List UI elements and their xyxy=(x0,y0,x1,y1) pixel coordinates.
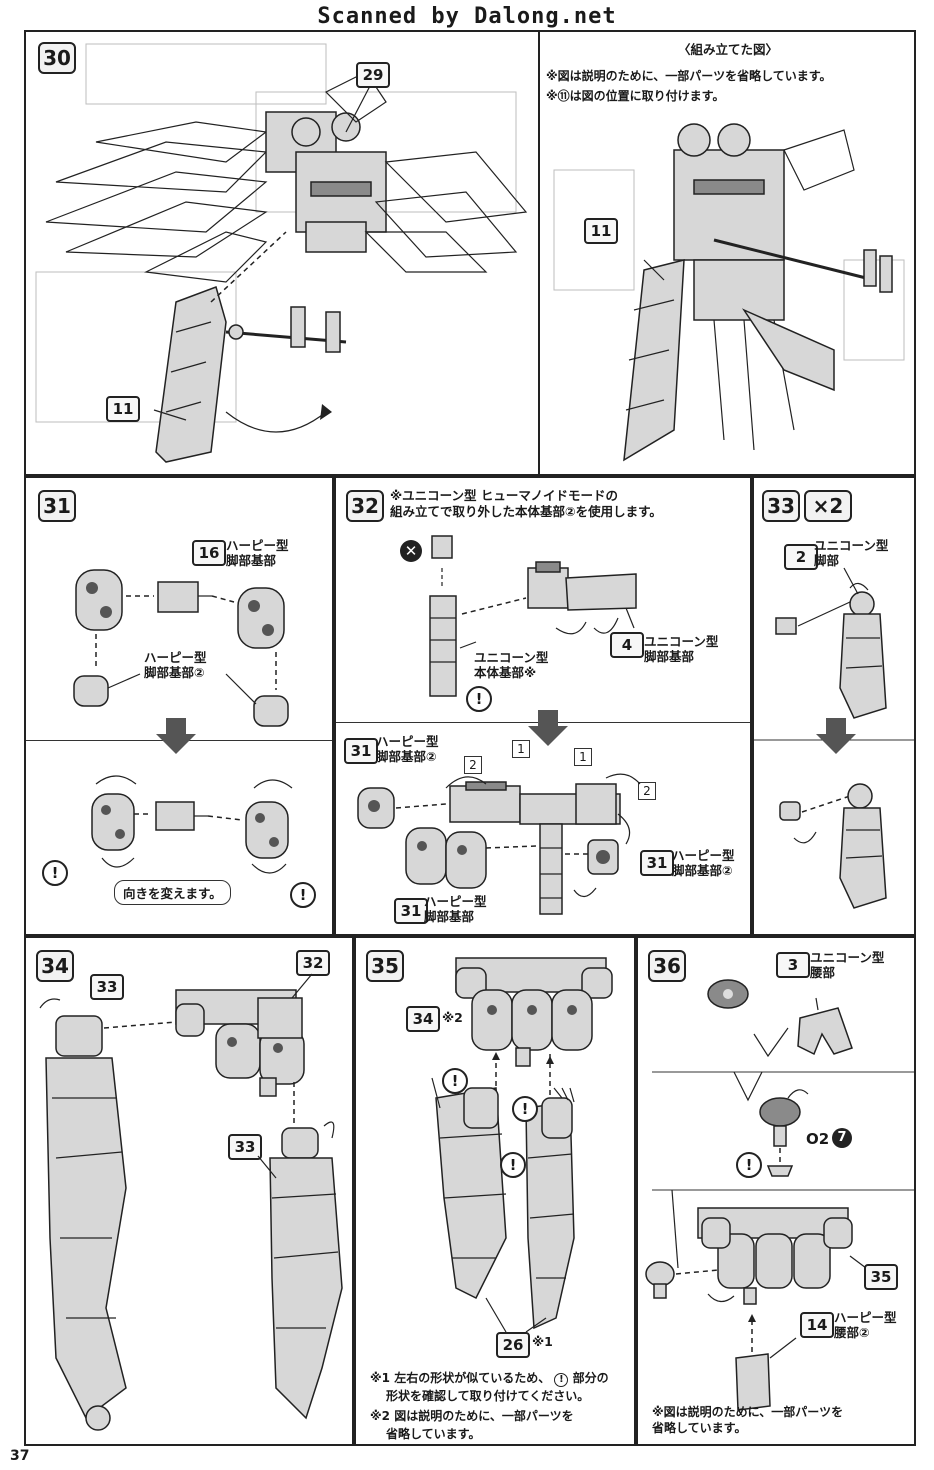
step-33-panel: 33 ×2 2 ユニコーン型 脚部 xyxy=(752,476,916,936)
caution-icon: ! xyxy=(512,1096,538,1122)
caution-icon: ! xyxy=(554,1373,569,1387)
harpy-leg-base-2-label: ハーピー型 脚部基部② xyxy=(672,848,735,878)
unicorn-body-base-label: ユニコーン型 本体基部※ xyxy=(474,650,548,680)
step-31-parts-drawing xyxy=(73,569,289,727)
part-ref-3: 3 xyxy=(776,952,810,978)
harpy-waist-2-label: ハーピー型 腰部② xyxy=(834,1310,897,1340)
down-arrow xyxy=(156,718,196,754)
note-text: ※1 左右の形状が似ているため、 xyxy=(370,1371,551,1385)
attach-position-note: ※⑪は図の位置に取り付けます。 xyxy=(546,89,725,103)
unicorn-leg-label: ユニコーン型 脚部 xyxy=(814,538,888,568)
order-marker-2: 2 xyxy=(638,782,656,800)
down-arrow xyxy=(528,710,568,746)
part-ref-29: 29 xyxy=(356,62,390,88)
note-text: ※ユニコーン型 ヒューマノイドモードの 組み立てで取り外した本体基部②を使用しま… xyxy=(390,488,662,519)
step-36-panel: 36 3 ユニコーン型 腰部 xyxy=(636,936,916,1446)
harpy-leg-base-2-label: ハーピー型 脚部基部② xyxy=(144,650,207,680)
ref-34-footnote-mark: ※2 xyxy=(442,1010,463,1025)
part-ref-11-assembled: 11 xyxy=(584,218,618,244)
unicorn-leg-base-label: ユニコーン型 脚部基部 xyxy=(644,634,718,664)
harpy-leg-base-label: ハーピー型 脚部基部 xyxy=(424,894,487,924)
part-ref-14: 14 xyxy=(800,1312,834,1338)
do-not-use-icon: ✕ xyxy=(400,540,422,562)
step-31-orientation-drawing xyxy=(91,775,293,874)
harpy-leg-base-label: ハーピー型 脚部基部 xyxy=(226,538,289,568)
part-ref-32: 32 xyxy=(296,950,330,976)
step-30-panel: 30 xyxy=(24,30,916,476)
label-text: ハーピー型 腰部② xyxy=(834,1310,897,1340)
step-number: 36 xyxy=(648,950,686,982)
label-text: ハーピー型 脚部基部② xyxy=(376,734,439,764)
part-ref-33: 33 xyxy=(90,974,124,1000)
step-number: 35 xyxy=(366,950,404,982)
part-ref-31: 31 xyxy=(640,850,674,876)
part-ref-26: 26 xyxy=(496,1332,530,1358)
quantity-multiplier: ×2 xyxy=(804,490,852,522)
caution-icon: ! xyxy=(736,1152,762,1178)
part-ref-16: 16 xyxy=(192,540,226,566)
step-33-leg-drawing xyxy=(754,567,914,909)
label-text: ユニコーン型 腰部 xyxy=(810,950,885,980)
step-32-top-drawing xyxy=(429,535,637,697)
part-ref-31: 31 xyxy=(394,898,428,924)
part-ref-34: 34 xyxy=(406,1006,440,1032)
step-35-hip-legs-drawing xyxy=(431,957,613,1333)
order-marker-1: 1 xyxy=(574,748,592,766)
parts-tree-o2: O2 xyxy=(806,1130,830,1148)
step-number: 33 xyxy=(762,490,800,522)
order-marker-1: 1 xyxy=(512,740,530,758)
label-text: ユニコーン型 本体基部※ xyxy=(474,650,549,680)
caution-icon: ! xyxy=(500,1152,526,1178)
part-ref-11: 11 xyxy=(106,396,140,422)
label-text: ハーピー型 脚部基部 xyxy=(226,538,289,568)
harpy-leg-base-2-label: ハーピー型 脚部基部② xyxy=(376,734,439,764)
step-34-panel: 34 33 32 33 xyxy=(24,936,354,1446)
part-ref-31: 31 xyxy=(344,738,378,764)
label-text: ハーピー型 脚部基部② xyxy=(144,650,207,680)
label-text: ユニコーン型 脚部基部 xyxy=(644,634,719,664)
step-32-bottom-drawing xyxy=(357,773,641,915)
panel-divider xyxy=(538,32,540,474)
step-31-panel: 31 16 ハーピー型 脚部基部 ハーピー型 脚部基部② xyxy=(24,476,334,936)
footnote-2-line2: 省略しています。 xyxy=(386,1427,481,1441)
part-ref-35: 35 xyxy=(864,1264,898,1290)
step-number: 31 xyxy=(38,490,76,522)
orientation-note-bubble: 向きを変えます。 xyxy=(114,880,231,905)
step-35-panel: 35 34 ※2 26 ※1 ! ! ! ※1 左右の形状が似ているため、 ! … xyxy=(354,936,636,1446)
step-number: 34 xyxy=(36,950,74,982)
note-text: ※図は説明のために、一部パーツを 省略しています。 xyxy=(652,1405,844,1435)
order-marker-2: 2 xyxy=(464,756,482,774)
caution-icon: ! xyxy=(466,686,492,712)
runner-number-7: 7 xyxy=(832,1128,852,1148)
step-number: 30 xyxy=(38,42,76,74)
part-ref-2: 2 xyxy=(784,544,818,570)
label-text: ハーピー型 脚部基部② xyxy=(672,848,735,878)
footnote-1-line1: ※1 左右の形状が似ているため、 ! 部分の xyxy=(370,1370,609,1387)
assembled-view-drawing xyxy=(553,123,905,462)
body-base-usage-note: ※ユニコーン型 ヒューマノイドモードの 組み立てで取り外した本体基部②を使用しま… xyxy=(390,488,662,520)
caution-icon: ! xyxy=(290,882,316,908)
harpy-wing-assembly-drawing xyxy=(35,43,528,463)
label-text: ハーピー型 脚部基部 xyxy=(424,894,487,924)
scan-watermark: Scanned by Dalong.net xyxy=(317,4,617,29)
omission-note: ※図は説明のために、一部パーツを省略しています。 xyxy=(546,69,832,83)
part-ref-33: 33 xyxy=(228,1134,262,1160)
label-text: ユニコーン型 脚部 xyxy=(814,538,889,568)
step-32-panel: 32 ※ユニコーン型 ヒューマノイドモードの 組み立てで取り外した本体基部②を使… xyxy=(334,476,752,936)
omission-note: ※図は説明のために、一部パーツを 省略しています。 xyxy=(652,1404,843,1436)
caution-icon: ! xyxy=(442,1068,468,1094)
footnote-1-line2: 形状を確認して取り付けてください。 xyxy=(386,1389,590,1403)
caution-icon: ! xyxy=(42,860,68,886)
part-ref-4: 4 xyxy=(610,632,644,658)
step-36-waist-drawing xyxy=(645,979,914,1411)
assembled-title: 〈組み立てた図〉 xyxy=(678,42,779,57)
footnote-2-line1: ※2 図は説明のために、一部パーツを xyxy=(370,1409,574,1423)
ref-26-footnote-mark: ※1 xyxy=(532,1334,553,1349)
page-number: 37 xyxy=(10,1448,30,1464)
step-number: 32 xyxy=(346,490,384,522)
step-34-leg-assembly-drawing xyxy=(39,973,343,1431)
unicorn-waist-label: ユニコーン型 腰部 xyxy=(810,950,884,980)
note-text: 部分の xyxy=(572,1371,609,1385)
